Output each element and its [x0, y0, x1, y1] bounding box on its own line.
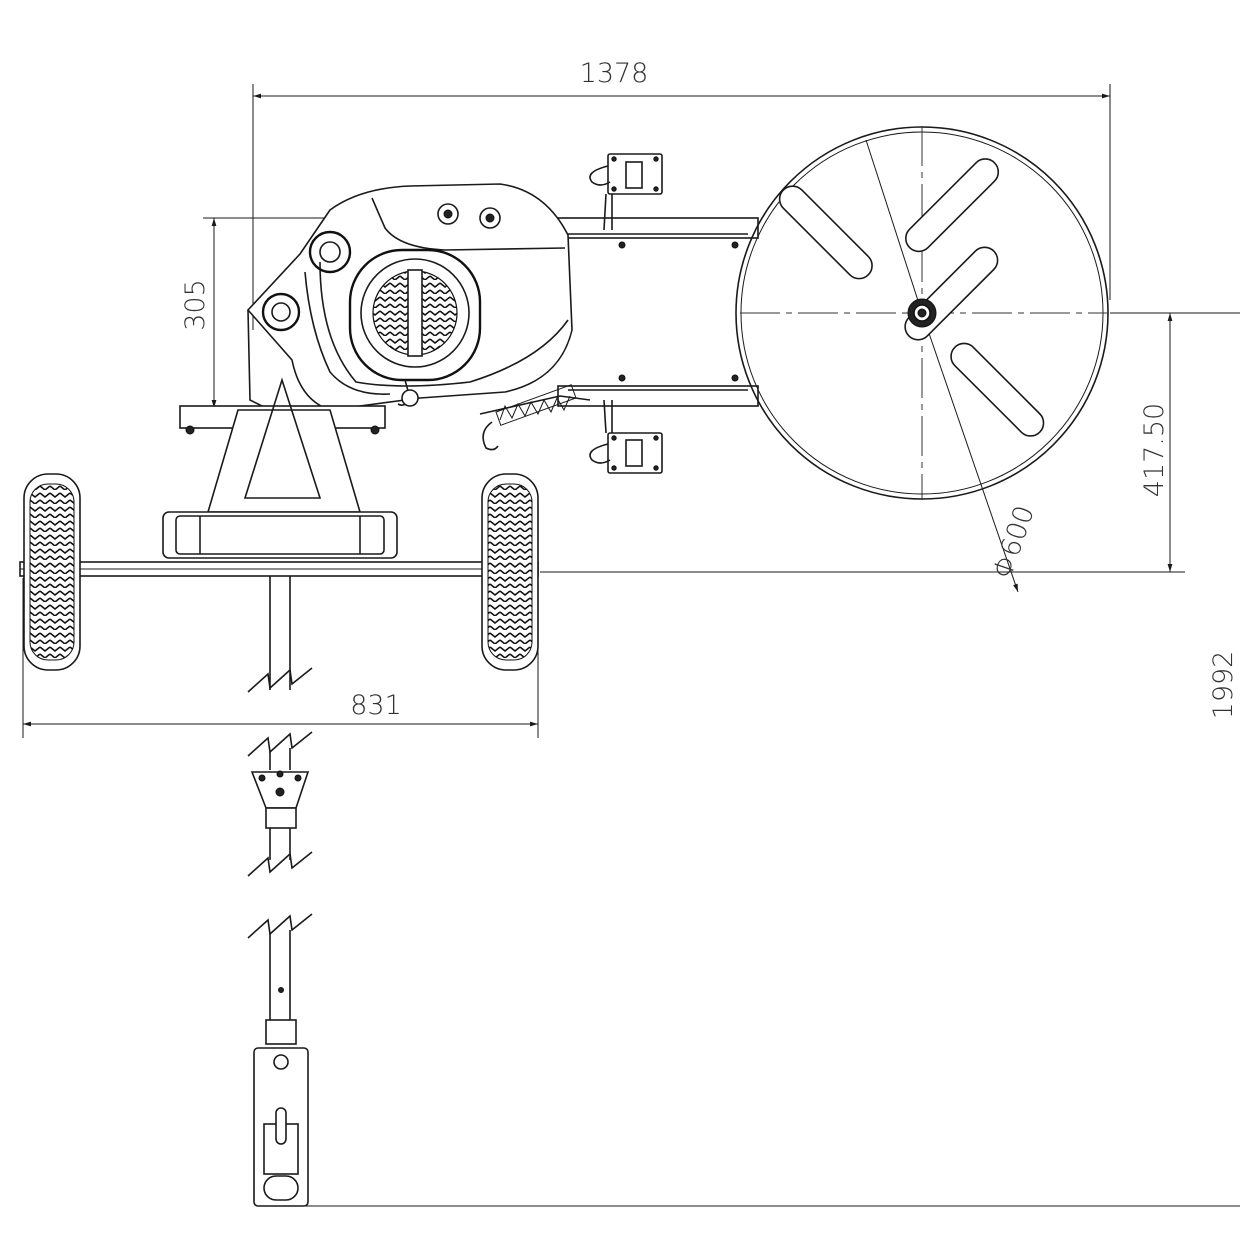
- dimension-overall-length: 1992: [300, 651, 1240, 1207]
- dim-text-engine-height: 305: [180, 279, 211, 331]
- bracket-top: [589, 153, 663, 231]
- tension-spring: [479, 384, 591, 451]
- axle: [19, 561, 539, 577]
- dim-text-overall-length: 1992: [1208, 651, 1239, 720]
- frame-rails: [557, 217, 759, 407]
- reel: [735, 126, 1109, 500]
- handle-shaft: [247, 576, 313, 1207]
- dimension-engine-height: 305: [180, 217, 335, 409]
- dimension-wheel-track: 831: [22, 578, 539, 738]
- pedestal: [162, 377, 398, 559]
- wheel-left: [23, 473, 81, 671]
- wheel-right: [481, 473, 539, 671]
- dimension-overall-width: 1378: [252, 58, 1111, 330]
- dim-text-overall-width: 1378: [580, 58, 649, 89]
- dim-text-reel-offset: 417.50: [1139, 403, 1170, 497]
- dimension-reel-offset: 417.50: [540, 312, 1240, 573]
- engine: [246, 183, 573, 411]
- dim-text-wheel-track: 831: [350, 690, 402, 721]
- dim-text-reel-diameter: Φ600: [987, 502, 1041, 583]
- bracket-bottom: [589, 399, 663, 474]
